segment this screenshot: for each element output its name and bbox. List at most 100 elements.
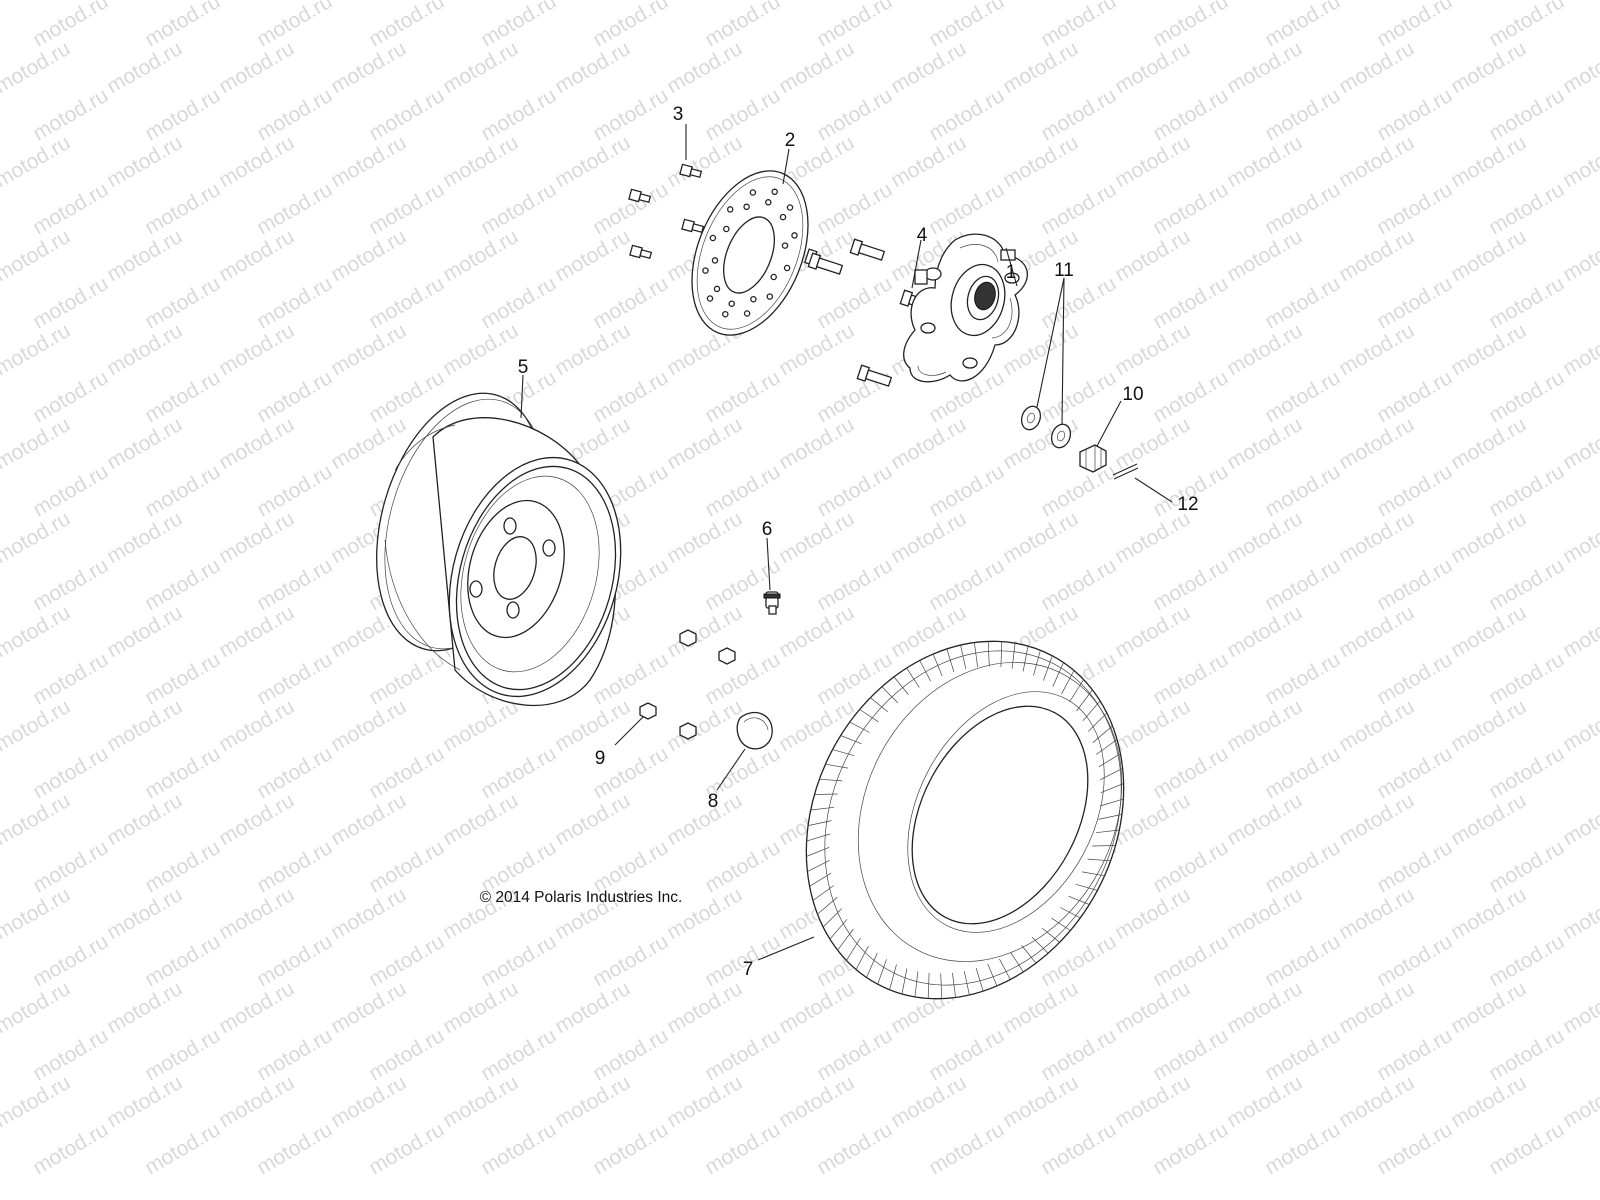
tread-line [946,648,955,673]
watermark-text: motod.ru [365,84,448,145]
watermark-text: motod.ru [551,37,634,98]
disc-bolts [628,163,705,260]
tread-line [999,958,1011,980]
watermark-text: motod.ru [1335,413,1418,474]
watermark-text: motod.ru [1149,1024,1232,1085]
watermark-text: motod.ru [439,37,522,98]
watermark-text: motod.ru [887,413,970,474]
tread-line [974,642,978,668]
watermark-text: motod.ru [701,1024,784,1085]
watermark-text: motod.ru [103,883,186,944]
watermark-text: motod.ru [775,1071,858,1132]
watermark-text: motod.ru [551,695,634,756]
watermark-text: motod.ru [141,836,224,897]
tread-line [1043,655,1053,681]
callouts: 1 2 3 4 5 6 7 8 9 10 11 12 [518,104,1199,980]
watermark-text: motod.ru [141,460,224,521]
tread-line [975,967,984,992]
watermark-text: motod.ru [1447,789,1530,850]
watermark-text: motod.ru [1485,554,1568,615]
watermark-text: motod.ru [813,554,896,615]
tread-line [829,918,848,940]
watermark-text: motod.ru [1485,178,1568,239]
tread-line [1000,641,1003,668]
watermark-text: motod.ru [1223,883,1306,944]
watermark-text: motod.ru [1261,554,1344,615]
wheel-rim [376,392,622,707]
watermark-text: motod.ru [551,977,634,1038]
watermark-text: motod.ru [1223,507,1306,568]
watermark-text: motod.ru [29,1024,112,1085]
watermark-text: motod.ru [1261,1118,1344,1179]
watermark-text: motod.ru [663,789,746,850]
watermark-text: motod.ru [775,507,858,568]
watermark-text: motod.ru [1149,1118,1232,1179]
watermark-text: motod.ru [1261,930,1344,991]
callout-9: 9 [595,748,606,769]
watermark-text: motod.ru [1037,178,1120,239]
tread-line [1060,907,1081,919]
watermark-text: motod.ru [439,0,522,4]
watermark-text: motod.ru [775,37,858,98]
watermark-text: motod.ru [1559,225,1600,286]
watermark-text: motod.ru [29,836,112,897]
tread-line [1100,783,1124,794]
tread-line [810,806,835,811]
watermark-text: motod.ru [29,272,112,333]
watermark-text: motod.ru [103,977,186,1038]
watermark-text: motod.ru [551,1071,634,1132]
watermark-text: motod.ru [477,84,560,145]
watermark-text: motod.ru [589,178,672,239]
watermark-text: motod.ru [1447,319,1530,380]
watermark-text: motod.ru [439,131,522,192]
watermark-text: motod.ru [589,930,672,991]
watermark-text: motod.ru [365,742,448,803]
watermark-text: motod.ru [1037,1024,1120,1085]
disc-hole [722,310,729,318]
callout-1: 1 [1006,262,1017,283]
watermark-text: motod.ru [253,366,336,427]
disc-hole [750,295,757,303]
tread-line [870,697,889,713]
tread-line [1041,927,1060,943]
watermark-text: motod.ru [29,366,112,427]
watermark-text: motod.ru [925,84,1008,145]
callout-5: 5 [518,357,529,378]
watermark-text: motod.ru [813,460,896,521]
tread-line [1098,814,1122,820]
disc-hole [765,199,772,206]
watermark-text: motod.ru [1111,695,1194,756]
watermark-text: motod.ru [103,319,186,380]
watermark-text: motod.ru [925,1118,1008,1179]
disc-hole [743,310,751,317]
watermark-text: motod.ru [103,225,186,286]
watermark-text: motod.ru [1485,1118,1568,1179]
tread-line [901,968,908,995]
watermark-text: motod.ru [141,742,224,803]
watermark-text: motod.ru [253,1024,336,1085]
tread-line [822,908,842,928]
tread-line [927,972,930,999]
watermark-text: motod.ru [1373,742,1456,803]
tread-line [1096,739,1118,755]
tread-line [1087,858,1111,862]
watermark-text: motod.ru [1485,648,1568,709]
watermark-text: motod.ru [701,84,784,145]
watermark-text: motod.ru [999,413,1082,474]
watermark-text: motod.ru [103,695,186,756]
watermark-text: motod.ru [253,930,336,991]
watermark-text: motod.ru [1261,460,1344,521]
watermark-text: motod.ru [589,366,672,427]
watermark-text: motod.ru [1037,84,1120,145]
watermark-text: motod.ru [1335,131,1418,192]
center-cap [736,711,773,750]
watermark-text: motod.ru [1447,0,1530,4]
tread-line [817,897,838,915]
watermark-text: motod.ru [1447,977,1530,1038]
watermark-text: motod.ru [1223,131,1306,192]
watermark-text: motod.ru [103,789,186,850]
watermark-text: motod.ru [1335,1071,1418,1132]
watermark-text: motod.ru [141,930,224,991]
tread-line [840,735,862,745]
disc-hole [766,293,774,300]
